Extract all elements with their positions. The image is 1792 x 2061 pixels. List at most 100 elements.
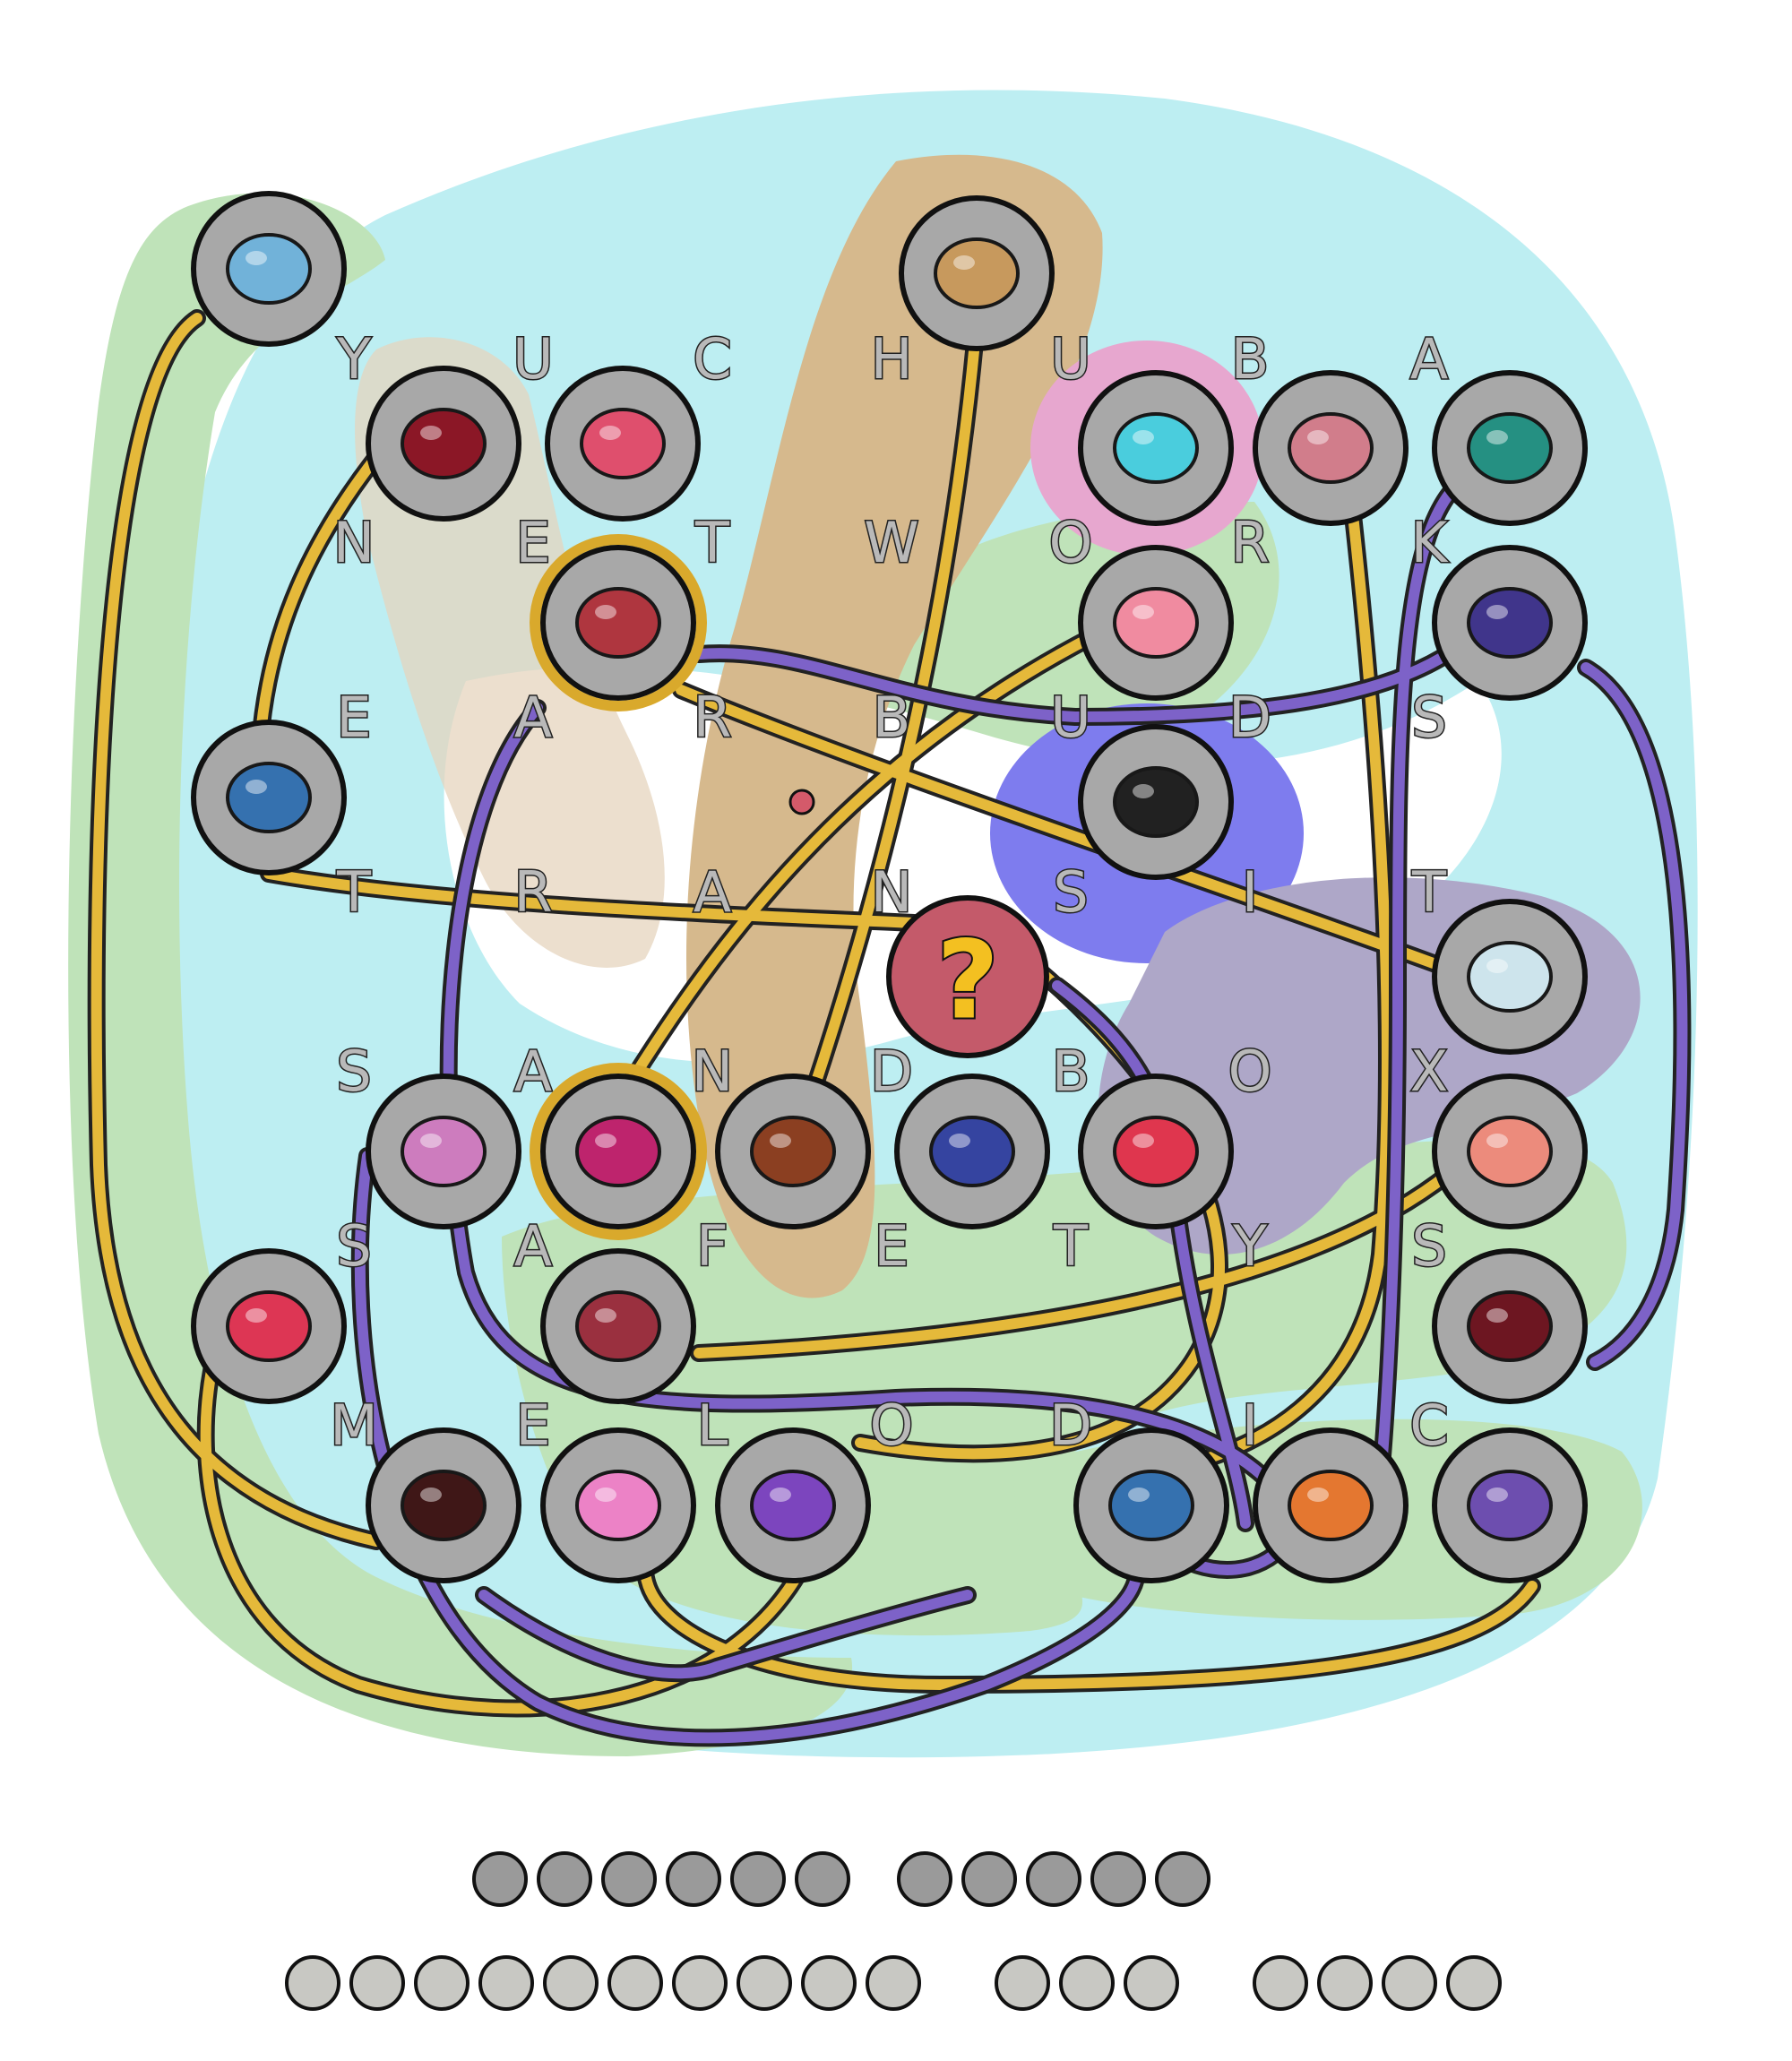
item-node[interactable] xyxy=(1253,1427,1409,1583)
answer-slot[interactable] xyxy=(1253,1955,1308,2011)
answer-slot[interactable] xyxy=(601,1851,657,1907)
item-node[interactable] xyxy=(1078,370,1234,526)
answer-slot[interactable] xyxy=(1090,1851,1146,1907)
item-node[interactable] xyxy=(191,191,347,347)
grid-letter: Y xyxy=(336,326,371,392)
item-node[interactable] xyxy=(540,1248,696,1404)
item-node[interactable] xyxy=(1078,1074,1234,1229)
grid-letter: I xyxy=(1242,1393,1258,1458)
answer-slot[interactable] xyxy=(537,1851,592,1907)
answer-slot[interactable] xyxy=(737,1955,792,2011)
jester-hat-icon xyxy=(580,408,666,479)
answer-slot[interactable] xyxy=(1382,1955,1437,2011)
grid-letter: I xyxy=(1242,859,1258,925)
answer-slot[interactable] xyxy=(666,1851,721,1907)
item-node[interactable] xyxy=(1432,545,1588,701)
grid-letter: A xyxy=(1410,326,1448,392)
glasses-icon xyxy=(575,1470,661,1541)
grid-letter: U xyxy=(1050,326,1090,392)
item-node[interactable] xyxy=(1253,370,1409,526)
grid-letter: S xyxy=(1411,1213,1446,1279)
answer-slot[interactable] xyxy=(285,1955,340,2011)
answer-slot[interactable] xyxy=(478,1955,534,2011)
grid-letter: C xyxy=(1409,1393,1448,1458)
answer-slot[interactable] xyxy=(961,1851,1017,1907)
answer-slot[interactable] xyxy=(472,1851,528,1907)
answer-slot[interactable] xyxy=(995,1955,1050,2011)
answer-slot[interactable] xyxy=(414,1955,470,2011)
answer-slot[interactable] xyxy=(795,1851,850,1907)
grid-letter: O xyxy=(1049,510,1093,575)
grid-letter: F xyxy=(696,1213,728,1279)
item-node[interactable] xyxy=(1432,1248,1588,1404)
item-node[interactable] xyxy=(191,1248,347,1404)
crossbones-icon xyxy=(1288,412,1374,484)
item-node[interactable] xyxy=(715,1427,871,1583)
item-node[interactable] xyxy=(1078,724,1234,880)
grid-letter: H xyxy=(871,326,913,392)
item-node[interactable] xyxy=(191,720,347,875)
item-nodes xyxy=(191,191,1588,1583)
grid-letter: X xyxy=(1410,1039,1448,1104)
answer-slot[interactable] xyxy=(543,1955,599,2011)
grid-letter: S xyxy=(336,1213,371,1279)
region-tan xyxy=(686,154,1103,1298)
item-node[interactable] xyxy=(366,1427,521,1583)
grid-letter: E xyxy=(515,1393,550,1458)
item-node[interactable] xyxy=(1432,899,1588,1055)
item-node[interactable] xyxy=(1432,370,1588,526)
headband-icon xyxy=(226,1290,312,1362)
dreamcatcher-icon xyxy=(1467,1470,1553,1541)
grid-letter: R xyxy=(513,859,552,925)
item-node[interactable] xyxy=(366,366,521,522)
answer-slot[interactable] xyxy=(897,1851,952,1907)
item-node[interactable] xyxy=(530,534,707,711)
grid-letter: S xyxy=(1411,685,1446,750)
gloves-icon xyxy=(750,1116,836,1187)
answer-slot[interactable] xyxy=(1155,1851,1210,1907)
grid-letter: D xyxy=(1228,685,1271,750)
item-node[interactable] xyxy=(715,1074,871,1229)
item-node[interactable] xyxy=(530,1063,707,1240)
center-dot xyxy=(788,789,815,815)
answer-slot[interactable] xyxy=(349,1955,405,2011)
grid-letter: C xyxy=(693,326,731,392)
earmuffs-icon xyxy=(1113,587,1199,659)
answer-slot[interactable] xyxy=(1059,1955,1115,2011)
grid-letter: N xyxy=(333,510,375,575)
answer-slot[interactable] xyxy=(801,1955,857,2011)
answer-slot[interactable] xyxy=(730,1851,786,1907)
grid-letter: A xyxy=(514,1213,552,1279)
item-node[interactable] xyxy=(366,1074,521,1229)
butterfly-bow-icon xyxy=(1467,412,1553,484)
top-hat-icon xyxy=(1113,766,1199,838)
answer-slot[interactable] xyxy=(1124,1955,1179,2011)
answer-slot[interactable] xyxy=(607,1955,663,2011)
grid-letter: Y xyxy=(1232,1213,1267,1279)
answer-slot[interactable] xyxy=(672,1955,728,2011)
item-node[interactable] xyxy=(894,1074,1050,1229)
answer-slot[interactable] xyxy=(1317,1955,1373,2011)
item-node[interactable] xyxy=(1432,1427,1588,1583)
item-node[interactable] xyxy=(545,366,701,522)
answer-slot[interactable] xyxy=(866,1955,921,2011)
item-node[interactable] xyxy=(540,1427,696,1583)
item-node[interactable] xyxy=(1078,545,1234,701)
item-node[interactable] xyxy=(899,195,1055,351)
grid-letter: A xyxy=(514,1039,552,1104)
answer-slot[interactable] xyxy=(1446,1955,1502,2011)
grid-letter: N xyxy=(692,1039,733,1104)
grid-letter: D xyxy=(870,1039,913,1104)
grid-letter: B xyxy=(1231,326,1270,392)
grid-letter: U xyxy=(513,326,553,392)
beret-icon xyxy=(575,587,661,659)
item-node[interactable] xyxy=(1432,1074,1588,1229)
ribbon-bow-icon xyxy=(934,237,1020,309)
item-node[interactable] xyxy=(1073,1427,1229,1583)
answer-slot[interactable] xyxy=(1026,1851,1081,1907)
mystery-node[interactable]: ? xyxy=(886,895,1049,1058)
grid-letter: S xyxy=(1053,859,1088,925)
witch-hat-icon xyxy=(401,1470,487,1541)
grid-letter: O xyxy=(1228,1039,1272,1104)
